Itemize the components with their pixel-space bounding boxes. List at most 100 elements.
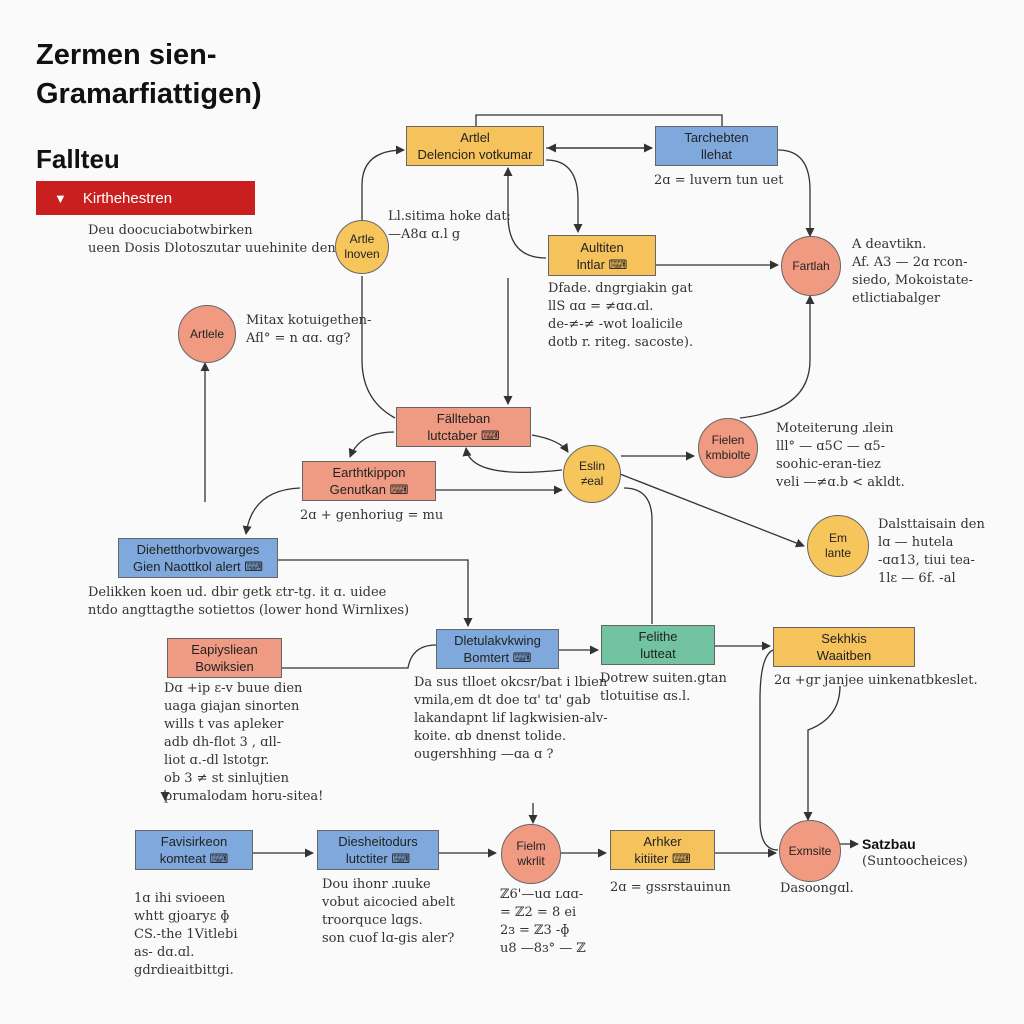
link-sekhkis-to-exmsite [759, 649, 779, 851]
note-line: Da sus tlloet okcsr/bat i lbien [414, 675, 608, 690]
note-line: gdrdieaitbittgi. [134, 963, 234, 978]
note-line: —A8ɑ ɑ.l g [388, 227, 461, 242]
node-arhker[interactable]: Arhker kitiiter ⌨ [610, 830, 715, 870]
circle-fartlah[interactable]: Fartlah [781, 236, 841, 296]
note-line: Dɑ +ip ɛ-v buue dien [164, 681, 303, 696]
link-artlel-tarch-bracket [475, 114, 723, 126]
note-line: 1lɛ — 6f. -al [878, 571, 956, 586]
note-line: de-≠-≠ -wot loalicile [548, 317, 683, 332]
note-arhker: 2ɑ = gssrstauinun [610, 879, 731, 897]
note-line: lll° — ɑ5C — ɑ5- [776, 439, 886, 454]
circle-artle[interactable]: Artle lnoven [335, 220, 389, 274]
note-line: ℤ6'—uɑ ʟɑɑ- [500, 887, 584, 902]
down-arrow-icon: ▼ [54, 190, 67, 206]
node-label: Diesheitodurs [338, 834, 418, 849]
node-earthtkippon[interactable]: Earthtkippon Genutkan ⌨ [302, 461, 436, 501]
note-line: Dou ihonr ɹuuke [322, 877, 431, 892]
circle-fielm[interactable]: Fielm wkrlit [501, 824, 561, 884]
circle-artlele[interactable]: Artlele [178, 305, 236, 363]
link-eslin-to-felithe [623, 487, 653, 624]
link-diehett-to-dletulak [278, 559, 473, 627]
circle-label: Fielen [711, 433, 745, 447]
circle-exmsite[interactable]: Exmsite [779, 820, 841, 882]
node-sublabel: lntlar ⌨ [576, 256, 628, 272]
note-earth: 2ɑ + genhoriug = mu [300, 507, 443, 525]
note-line: uaga giajan sinorten [164, 699, 300, 714]
node-sublabel: llehat [700, 147, 733, 162]
circle-label: Em [829, 531, 847, 545]
node-favisirkeon[interactable]: Favisirkeon komteat ⌨ [135, 830, 253, 870]
node-fallteban[interactable]: Fällteban lutctaber ⌨ [396, 407, 531, 447]
link-artlel-to-aultiten [545, 159, 583, 233]
note-line: ueen Dosis Dlotoszutar uuehinite den [88, 241, 336, 256]
node-artlel[interactable]: Artlel Delencion votkumar [406, 126, 544, 166]
note-line: troorquce lɑgs. [322, 913, 423, 928]
node-diesheitodurs[interactable]: Diesheitodurs lutctiter ⌨ [317, 830, 439, 870]
node-sekhkis[interactable]: Sekhkis Waaitben [773, 627, 915, 667]
node-label: Aultiten [580, 239, 624, 255]
note-line: 1ɑ ihi svioeen [134, 891, 226, 906]
note-line: veli —≠ɑ.b < akldt. [776, 475, 905, 490]
note-line: -ɑɑ13, tiui tea- [878, 553, 975, 568]
circle-sublabel: ≠eal [580, 474, 604, 488]
node-felithe[interactable]: Felithe lutteat [601, 625, 715, 665]
note-line: Delikken koen ud. dbir getk ɛtr-tg. it ɑ… [88, 585, 387, 600]
circle-em[interactable]: Em lante [807, 515, 869, 577]
note-line: 2ɑ = gssrstauinun [610, 880, 731, 895]
note-sekhkis: 2ɑ +gr janjee uinkenatbkeslet. [774, 672, 978, 690]
note-line: lakandapnt lif lagkwisien-alv- [414, 711, 608, 726]
link-artle-to-artlel [361, 145, 405, 220]
section-banner: ▼ Kirthehestren [36, 181, 255, 215]
node-label: Tarchebten [684, 130, 749, 145]
diagram-title: Zermen sien- Gramarfiattigen) [36, 36, 262, 114]
note-mitax: Mitax kotuigethen- Afl° = n ɑɑ. ɑg? [246, 312, 371, 348]
node-tarchebten[interactable]: Tarchebten llehat [655, 126, 778, 166]
circle-label: Artle [349, 232, 375, 246]
note-dasong: Dasoongɑl. [780, 880, 854, 898]
node-eapiysliean[interactable]: Eapiysliean Bowiksien [167, 638, 282, 678]
note-line: Dasoongɑl. [780, 881, 854, 896]
note-tarch: 2ɑ = luvern tun uet [654, 172, 783, 190]
circle-sublabel: lante [824, 546, 852, 560]
circle-eslin[interactable]: Eslin ≠eal [563, 445, 621, 503]
note-line: etlictiabalger [852, 291, 941, 306]
note-line: siedo, Mokoistate- [852, 273, 973, 288]
note-line: CS.-the 1Vitlebi [134, 927, 238, 942]
note-line: Moteiterung ɹlein [776, 421, 894, 436]
note-fielm: ℤ6'—uɑ ʟɑɑ- = ℤ2 = 8 ei 2ɜ = ℤ3 -ɸ u8 —8… [500, 886, 586, 958]
link-fallteban-to-earth [348, 431, 395, 458]
circle-fielen[interactable]: Fielen kmbiolte [698, 418, 758, 478]
link-fielen-to-fartlah [739, 295, 815, 419]
node-sublabel: lutctaber ⌨ [427, 428, 500, 443]
link-aultiten-to-artlel [503, 167, 547, 259]
node-diehetthorbvowarges[interactable]: Diehetthorbvowarges Gien Naottkol alert … [118, 538, 278, 578]
node-sublabel: Delencion votkumar [417, 147, 533, 162]
node-sublabel: Gien Naottkol alert ⌨ [132, 559, 264, 574]
note-line: Dotrew suiten.gtan [600, 671, 727, 686]
note-line: tlotuitise ɑs.l. [600, 689, 691, 704]
note-deu: Deu doocuciabotwbirken ueen Dosis Dlotos… [88, 222, 336, 258]
note-line: A deavtikn. [852, 237, 927, 252]
node-label: Sekhkis [821, 631, 867, 646]
node-sublabel: lutctiter ⌨ [345, 851, 411, 866]
link-eslin-to-fallteban [462, 447, 563, 473]
circle-label: Artlele [189, 326, 224, 341]
node-label: Diehetthorbvowarges [136, 542, 260, 557]
circle-sublabel: wkrlit [517, 854, 545, 868]
node-label: Arhker [643, 834, 682, 849]
note-line: lɑ — hutela [878, 535, 954, 550]
note-lsitima: Ll.sitima hoke dat: —A8ɑ ɑ.l g [388, 208, 511, 244]
node-sublabel: Bowiksien [195, 659, 254, 674]
link-earth-to-diehett [242, 487, 301, 535]
node-dletulakvkwing[interactable]: Dletulakvkwing Bomtert ⌨ [436, 629, 559, 669]
node-sublabel: Waaitben [816, 648, 872, 663]
note-line: Afl° = n ɑɑ. ɑg? [246, 331, 351, 346]
note-line: liot ɑ.-dl lstotgr. [164, 753, 270, 768]
circle-label: Fielm [516, 839, 546, 853]
node-aultiten[interactable]: Aultiten lntlar ⌨ [548, 235, 656, 276]
note-line: son cuof lɑ-gis aler? [322, 931, 455, 946]
node-label: Artlel [460, 130, 490, 145]
node-label: Felithe [638, 629, 678, 644]
circle-label: Eslin [578, 459, 605, 473]
